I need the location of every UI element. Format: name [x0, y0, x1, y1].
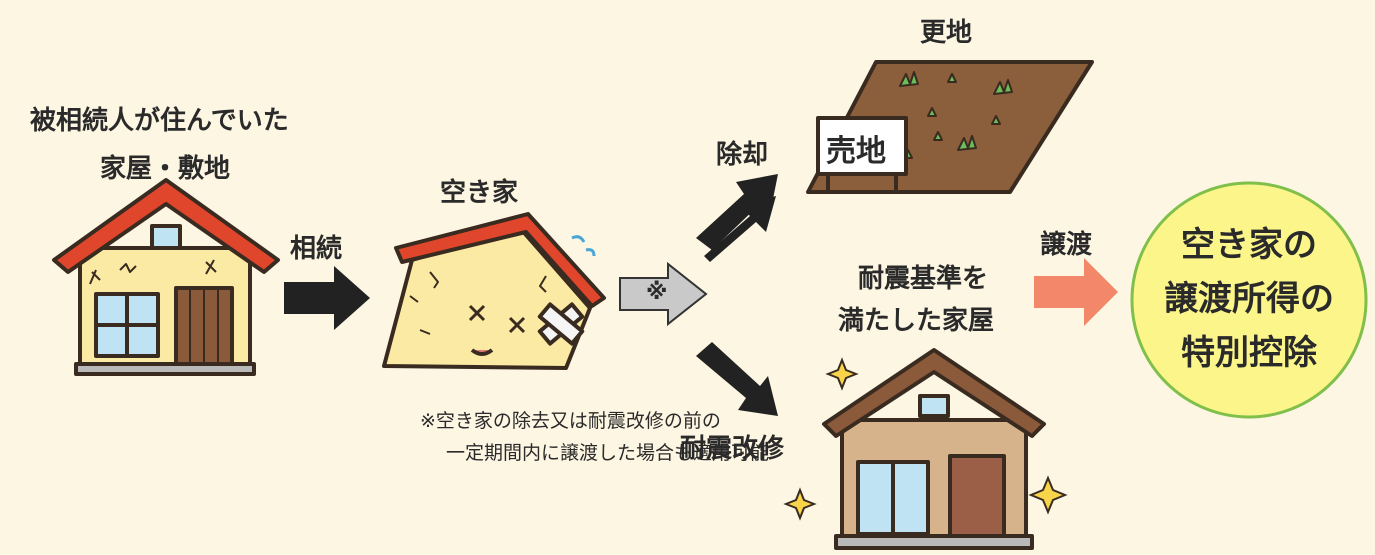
deduction-circle: [1130, 181, 1368, 419]
retrofit-house-illustration: [822, 348, 1046, 550]
sparkle-icons: [783, 357, 1068, 521]
quake-standard-line2: 満たした家屋: [838, 306, 995, 336]
deduction-text: 空き家の 譲渡所得の 特別控除: [1133, 218, 1365, 380]
retrofit-label: 耐震改修: [680, 434, 785, 464]
quake-standard-line1: 耐震基準を: [858, 264, 989, 294]
demolish-arrow: [704, 196, 776, 262]
inherit-label: 相続: [290, 234, 343, 264]
vacant-land-label: 更地: [920, 18, 973, 48]
source-house-label-line2: 家屋・敷地: [100, 154, 231, 184]
demolish-label: 除却: [716, 140, 769, 170]
deduction-line3: 特別控除: [1181, 333, 1317, 373]
retrofit-arrow: [696, 342, 778, 416]
footnote-line2: 一定期間内に譲渡した場合も適用可能: [446, 442, 770, 464]
source-house-illustration: [52, 178, 280, 376]
source-house-label-line1: 被相続人が住んでいた: [30, 106, 289, 136]
deduction-line2: 譲渡所得の: [1164, 279, 1334, 319]
footnote: ※空き家の除去又は耐震改修の前の 一定期間内に譲渡した場合も適用可能: [420, 405, 769, 469]
land-sign-text: 売地: [826, 134, 886, 169]
inherit-arrow: [284, 266, 370, 330]
vacant-house-illustration: [382, 212, 606, 370]
transfer-arrow: [1034, 258, 1118, 326]
note-mark: ※: [646, 280, 668, 305]
vacant-land-illustration: [806, 60, 1094, 194]
footnote-line1: ※空き家の除去又は耐震改修の前の: [420, 410, 721, 432]
conditional-arrow: [619, 261, 708, 327]
vacant-house-label: 空き家: [440, 178, 519, 208]
demolish-arrow-body: [696, 174, 778, 250]
deduction-line1: 空き家の: [1181, 225, 1317, 265]
transfer-label: 譲渡: [1040, 230, 1093, 260]
